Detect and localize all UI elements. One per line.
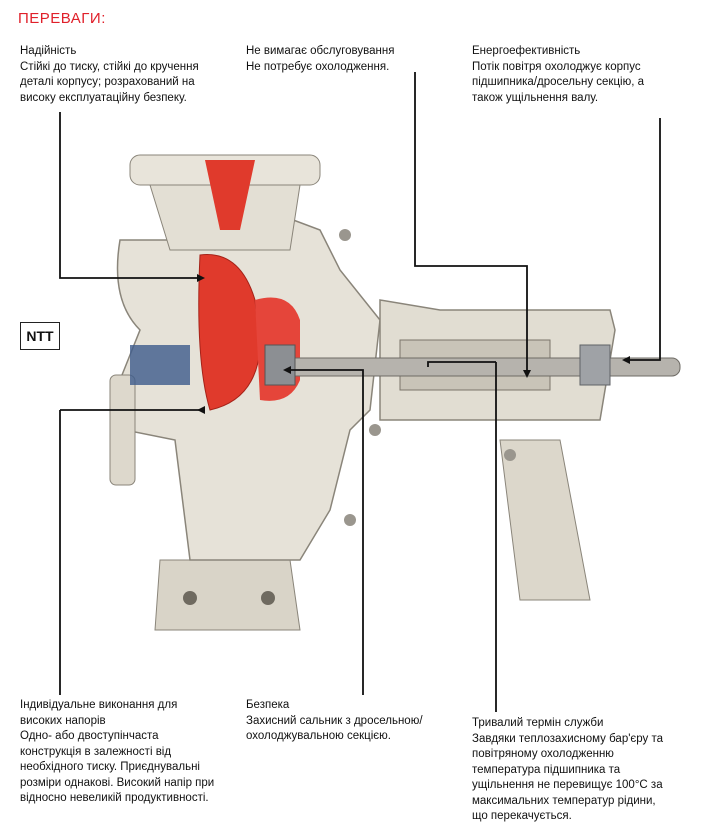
callout-reliability: Надійність Стійкі до тиску, стійкі до кр… <box>20 44 230 106</box>
callout-body: Завдяки теплозахисному бар'єру та повітр… <box>472 732 664 823</box>
callout-safety: Безпека Захисний сальник з дросельною/ох… <box>246 698 436 745</box>
callout-body: Стійкі до тиску, стійкі до кручення дета… <box>20 60 199 104</box>
callout-title: Енергоефективність <box>472 45 581 57</box>
callout-title: Не вимагає обслуговування <box>246 45 395 57</box>
callout-body: Потік повітря охолоджує корпус підшипник… <box>472 60 645 104</box>
callout-title: Індивідуальне виконання для високих напо… <box>20 699 178 727</box>
callout-title: Надійність <box>20 45 77 57</box>
callout-custom-design: Індивідуальне виконання для високих напо… <box>20 698 220 807</box>
callout-title: Безпека <box>246 699 290 711</box>
callout-maintenance: Не вимагає обслуговування Не потребує ох… <box>246 44 446 75</box>
callout-long-life: Тривалий термін служби Завдяки теплозахи… <box>472 716 672 825</box>
callout-body: Не потребує охолодження. <box>246 60 390 73</box>
callout-title: Тривалий термін служби <box>472 717 604 729</box>
model-badge: NTT <box>20 322 60 350</box>
callout-body: Захисний сальник з дросельною/охолоджува… <box>246 714 423 743</box>
page-title: ПЕРЕВАГИ: <box>18 10 106 27</box>
callout-efficiency: Енергоефективність Потік повітря охолодж… <box>472 44 672 106</box>
callout-body: Одно- або двоступінчаста конструкція в з… <box>20 730 215 804</box>
